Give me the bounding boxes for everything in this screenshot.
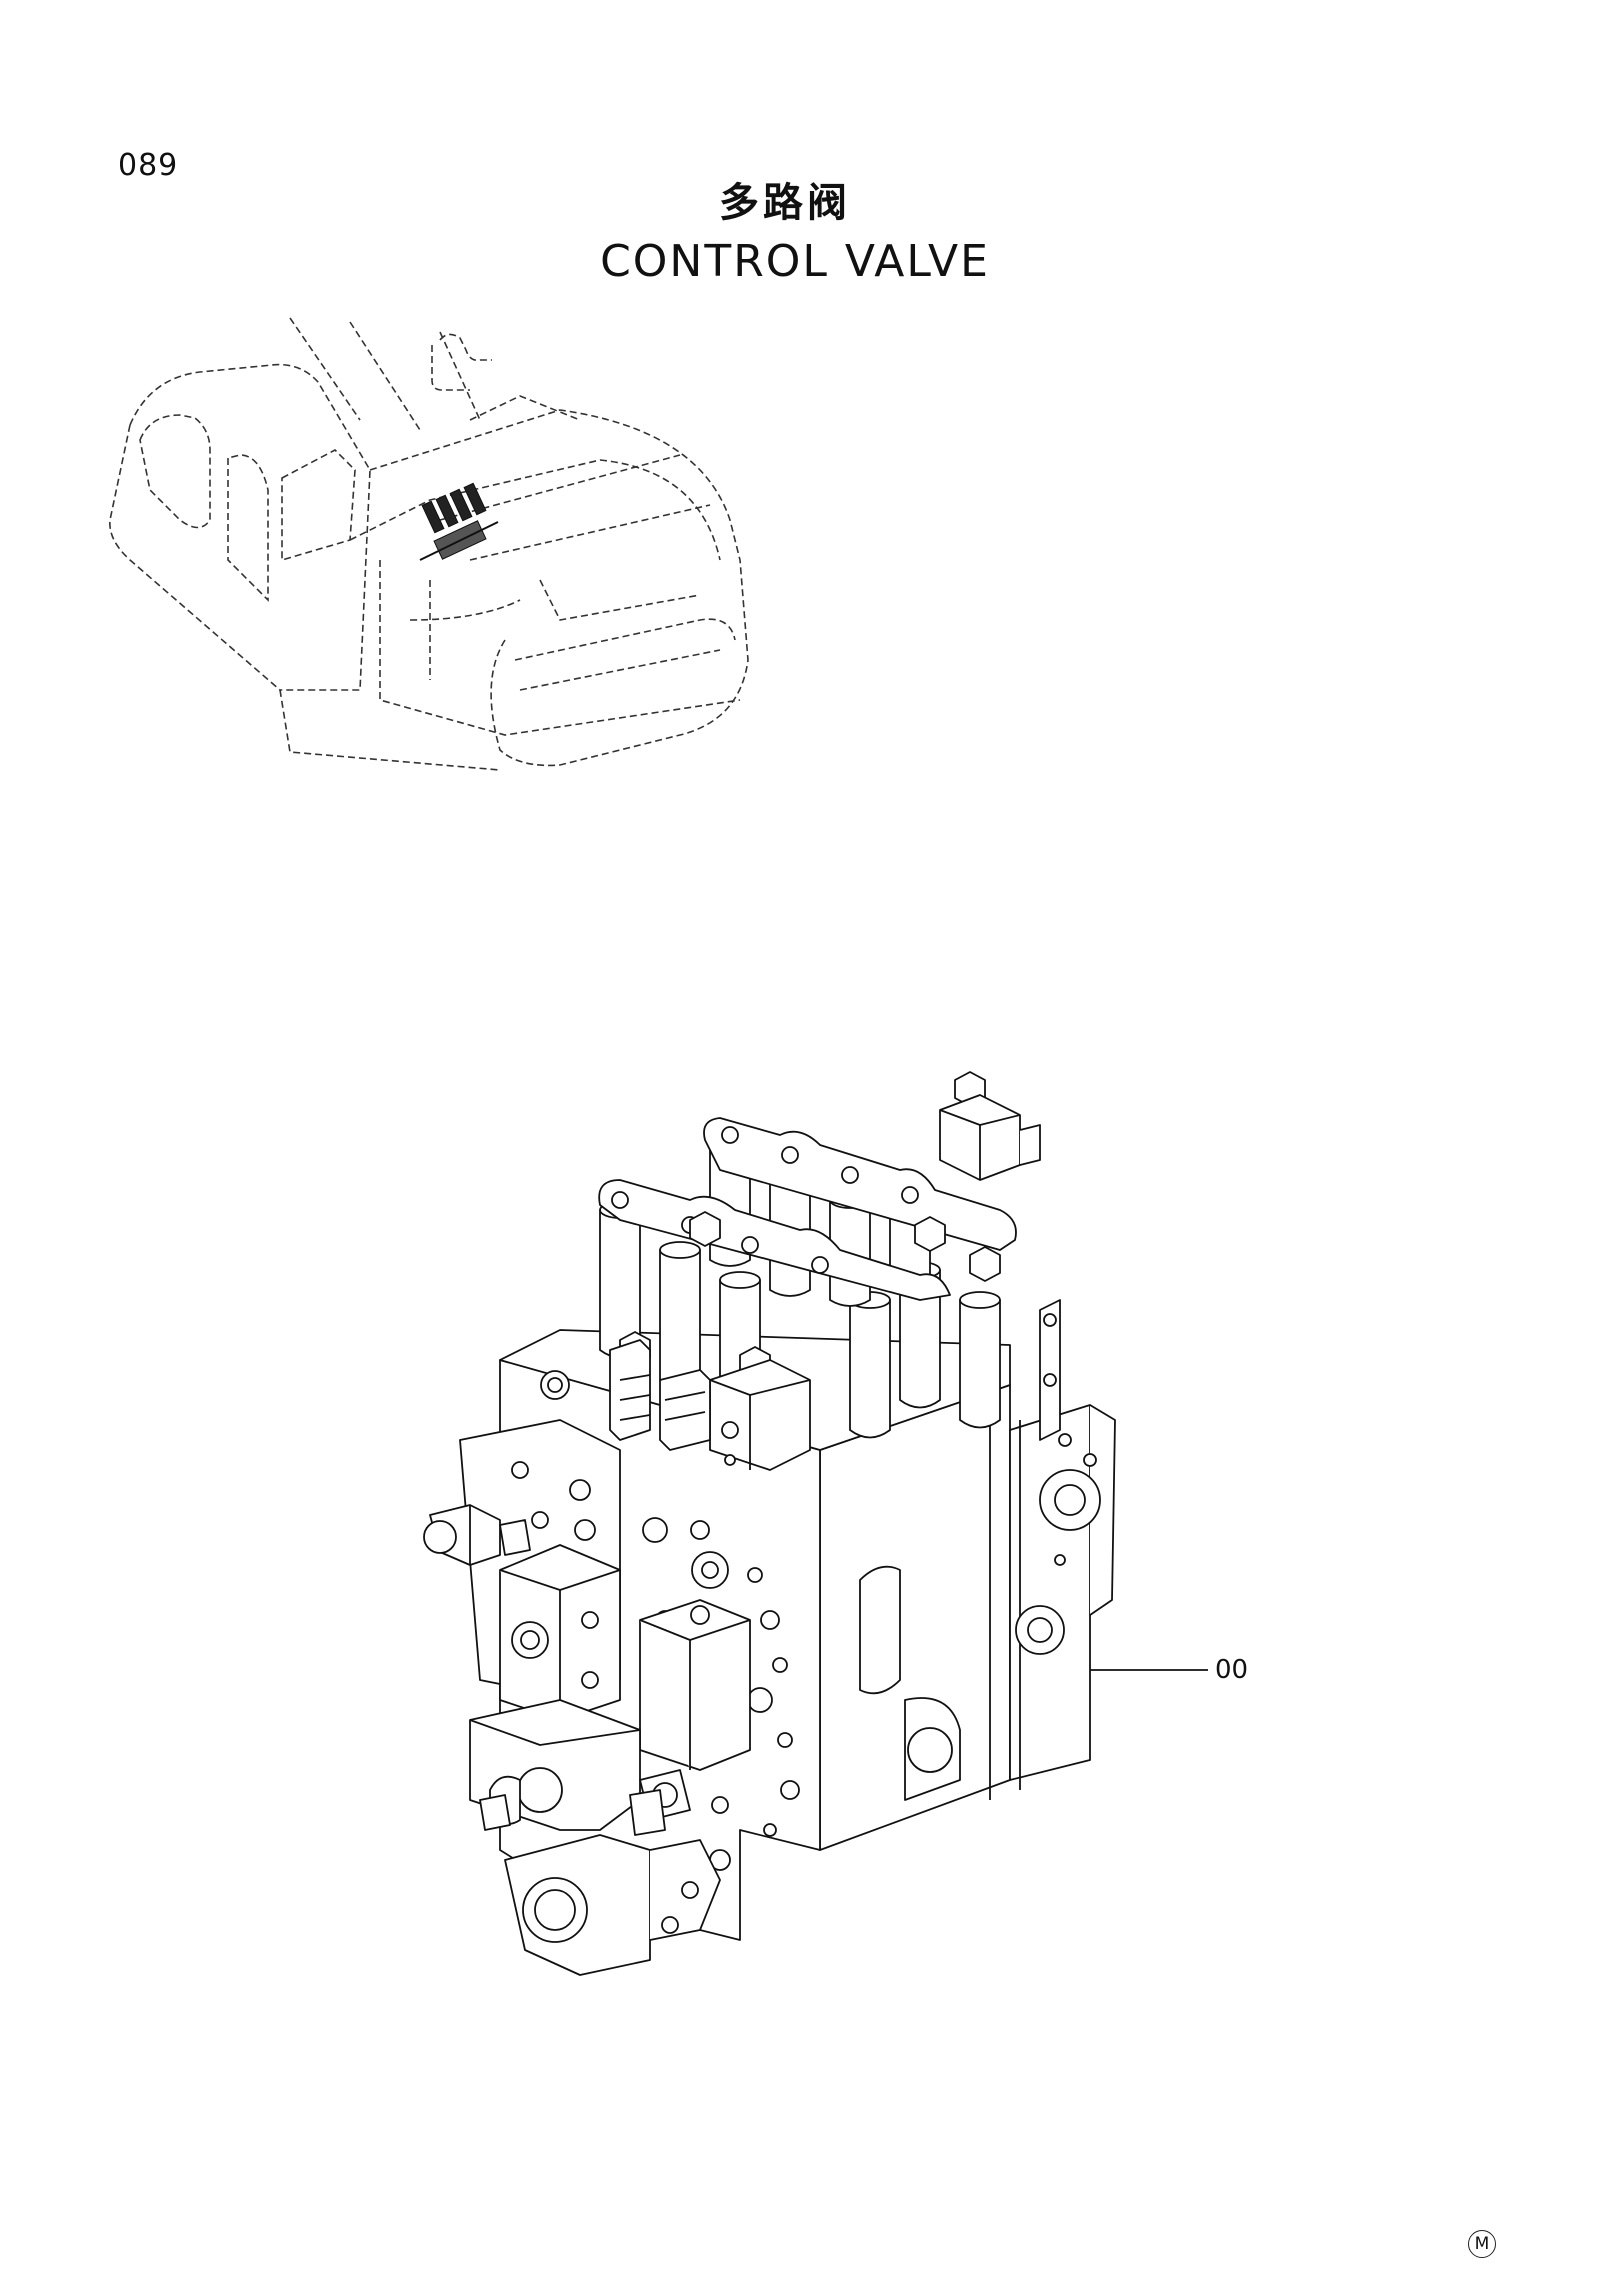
callout-label: 00 — [1215, 1655, 1249, 1685]
page-title-english: CONTROL VALVE — [600, 236, 990, 287]
excavator-locator-illustration — [109, 317, 749, 771]
valve-location-marker — [419, 482, 499, 561]
title-block: 多路阀 CONTROL VALVE — [0, 170, 1620, 287]
m-mark-symbol: M — [1468, 2230, 1496, 2258]
page-number: 089 — [118, 148, 179, 183]
page-title-chinese: 多路阀 — [719, 180, 851, 226]
control-valve-drawing — [423, 1071, 1116, 1976]
